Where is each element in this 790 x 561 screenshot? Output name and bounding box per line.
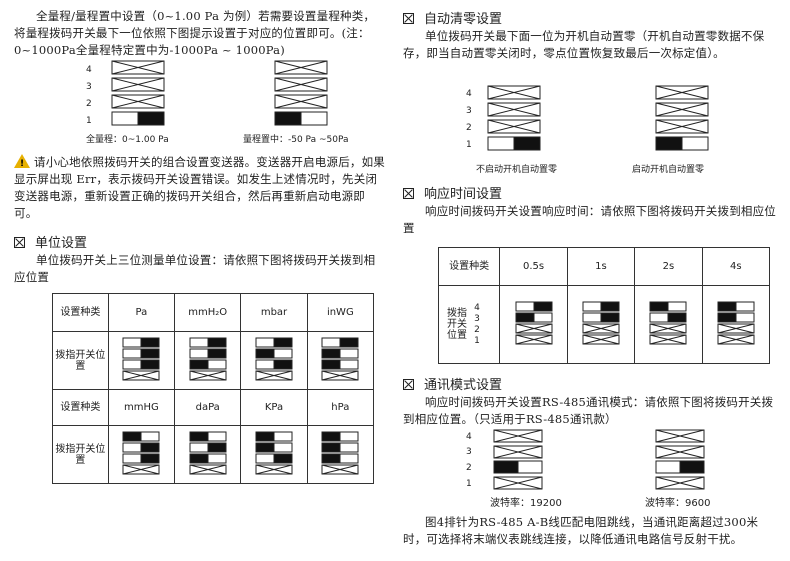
checkbox-icon bbox=[403, 13, 414, 24]
dip-cell bbox=[107, 425, 176, 484]
switch-num-1: 1 bbox=[86, 116, 92, 126]
dip-cell bbox=[240, 331, 308, 390]
dip-cell bbox=[499, 285, 568, 364]
autozero-on-dip bbox=[655, 85, 709, 151]
unit-cell: daPa bbox=[174, 389, 242, 426]
autozero-off-dip bbox=[487, 85, 541, 151]
comm-19200-dip bbox=[493, 429, 543, 490]
autozero-text: 单位拨码开关最下面一位为开机自动置零（开机自动置零数据不保存，即当自动置零关闭时… bbox=[403, 29, 765, 60]
unit-cell: mmHG bbox=[107, 389, 176, 426]
unit-intro: 单位拨码开关上三位测量单位设置：请依照下图将拨码开关拨到相应位置 bbox=[14, 253, 376, 284]
response-cell: 0.5s bbox=[499, 247, 568, 286]
dip-switch-pa bbox=[122, 337, 160, 380]
range-center-caption: 量程置中：-50 Pa ~50Pa bbox=[243, 135, 349, 145]
dip-switch-inwg bbox=[321, 337, 359, 380]
comm-9600-dip bbox=[655, 429, 705, 490]
row-label-switch: 拨指开关位置 bbox=[52, 425, 109, 484]
dip-cell bbox=[566, 285, 636, 364]
response-cell: 2s bbox=[634, 247, 703, 286]
autozero-switch-figures: 4 3 2 1 bbox=[466, 85, 709, 151]
comm-switch-figures: 4 3 2 1 bbox=[466, 429, 705, 490]
unit-cell: Pa bbox=[107, 293, 176, 332]
unit-heading: 单位设置 bbox=[14, 232, 87, 251]
svg-text:1: 1 bbox=[466, 479, 472, 489]
checkbox-icon bbox=[403, 379, 414, 390]
row-label-set: 设置种类 bbox=[437, 247, 501, 286]
response-text: 响应时间拨码开关设置响应时间：请依照下图将拨码开关拨到相应位置 bbox=[403, 204, 776, 235]
warning-text: 请小心地依照拨码开关的组合设置变送器。变送器开启电源后，如果显示屏出现 Err，… bbox=[14, 155, 385, 220]
baud-19200-caption: 波特率：19200 bbox=[490, 498, 562, 509]
unit-cell: mbar bbox=[240, 293, 308, 332]
footer-text: 图4排针为RS-485 A-B线匹配电阻跳线，当通讯距离超过300米时，可选择将… bbox=[403, 515, 759, 546]
dip-switch-mbar bbox=[255, 337, 293, 380]
dip-switch-hpa bbox=[321, 431, 359, 474]
unit-cell: hPa bbox=[306, 389, 375, 426]
unit-cell: mmH₂O bbox=[174, 293, 242, 332]
row-label-set: 设置种类 bbox=[52, 389, 109, 426]
unit-table: 设置种类 Pa mmH₂O mbar inWG 拨指开关位置 设置种类 mmHG… bbox=[52, 293, 375, 484]
svg-text:3: 3 bbox=[466, 447, 472, 457]
dip-switch-2s bbox=[649, 301, 687, 344]
warning-paragraph: !请小心地依照拨码开关的组合设置变送器。变送器开启电源后，如果显示屏出现 Err… bbox=[14, 154, 386, 222]
row-label-set: 设置种类 bbox=[52, 293, 109, 332]
unit-cell: inWG bbox=[306, 293, 375, 332]
row-label-switch: 拨指开关位置 bbox=[447, 308, 467, 341]
comm-heading: 通讯模式设置 bbox=[403, 374, 502, 393]
autozero-heading: 自动清零设置 bbox=[403, 8, 502, 27]
autozero-on-caption: 启动开机自动置零 bbox=[632, 165, 705, 175]
warning-icon: ! bbox=[14, 154, 30, 169]
checkbox-icon bbox=[403, 188, 414, 199]
dip-cell bbox=[107, 331, 176, 390]
dip-switch-4s bbox=[717, 301, 755, 344]
switch-num-4: 4 bbox=[86, 65, 92, 75]
switch-num-2: 2 bbox=[86, 99, 92, 109]
range-center-dip bbox=[274, 60, 328, 126]
svg-text:1: 1 bbox=[466, 140, 472, 150]
svg-text:2: 2 bbox=[466, 123, 472, 133]
dip-cell bbox=[306, 425, 375, 484]
dip-cell bbox=[306, 331, 375, 390]
row-label-switch: 拨指开关位置 bbox=[52, 331, 109, 390]
svg-text:4: 4 bbox=[466, 432, 472, 442]
dip-cell bbox=[174, 425, 242, 484]
unit-cell: KPa bbox=[240, 389, 308, 426]
response-cell: 1s bbox=[566, 247, 636, 286]
range-full-caption: 全量程：0~1.00 Pa bbox=[86, 135, 169, 145]
dip-switch-mmh2o bbox=[189, 337, 227, 380]
response-cell: 4s bbox=[701, 247, 771, 286]
range-full-dip bbox=[111, 60, 165, 126]
range-switch-figures: 4 3 2 1 bbox=[86, 60, 328, 126]
response-heading: 响应时间设置 bbox=[403, 183, 502, 202]
dip-switch-kpa bbox=[255, 431, 293, 474]
dip-switch-mmhg bbox=[122, 431, 160, 474]
dip-switch-1s bbox=[582, 301, 620, 344]
baud-9600-caption: 波特率：9600 bbox=[645, 498, 711, 509]
switch-num-3: 3 bbox=[86, 82, 92, 92]
dip-cell bbox=[174, 331, 242, 390]
comm-text: 响应时间拨码开关设置RS-485通讯模式：请依照下图将拨码开关拨到相应位置。（只… bbox=[403, 395, 774, 426]
autozero-off-caption: 不启动开机自动置零 bbox=[476, 165, 558, 175]
dip-cell bbox=[240, 425, 308, 484]
svg-text:3: 3 bbox=[466, 106, 472, 116]
dip-switch-dapa bbox=[189, 431, 227, 474]
dip-cell bbox=[634, 285, 703, 364]
dip-cell bbox=[701, 285, 771, 364]
svg-text:2: 2 bbox=[466, 463, 472, 473]
checkbox-icon bbox=[14, 237, 25, 248]
svg-text:4: 4 bbox=[466, 89, 472, 99]
range-intro: 全量程/量程置中设置（0~1.00 Pa 为例）若需要设置量程种类，将量程拨码开… bbox=[14, 9, 376, 57]
dip-switch-0-5s bbox=[515, 301, 553, 344]
